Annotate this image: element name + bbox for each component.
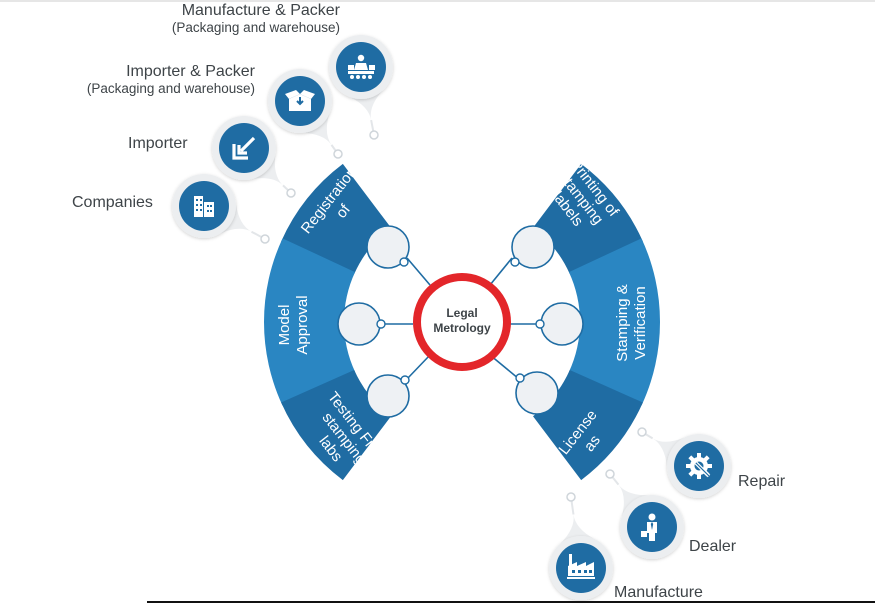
conveyor-worker-icon bbox=[348, 54, 375, 79]
pin-marker[interactable] bbox=[212, 116, 296, 198]
pin-tail bbox=[560, 514, 594, 544]
node-dot bbox=[376, 319, 386, 329]
pin-marker[interactable] bbox=[268, 69, 343, 159]
center-title-line1: Legal bbox=[446, 306, 477, 320]
item-companies: Companies bbox=[72, 194, 153, 212]
item-title: Repair bbox=[738, 473, 786, 490]
stamping-label-line1: Stamping & bbox=[614, 284, 631, 362]
node-dot bbox=[510, 257, 520, 267]
pin-marker[interactable] bbox=[172, 174, 270, 244]
node-dot bbox=[535, 319, 545, 329]
node-circle bbox=[515, 371, 559, 415]
pin-tail bbox=[618, 484, 649, 517]
item-subtitle: (Packaging and warehouse) bbox=[86, 81, 255, 97]
segment-stamping[interactable] bbox=[568, 238, 660, 406]
center-ring[interactable] bbox=[413, 273, 511, 371]
pin-markers bbox=[172, 35, 731, 600]
segment-license[interactable] bbox=[533, 369, 643, 481]
businessman-icon bbox=[641, 513, 657, 541]
node-circle bbox=[511, 225, 555, 269]
connector-line bbox=[489, 354, 520, 380]
item-dealer: Dealer bbox=[689, 538, 736, 556]
import-arrow-icon bbox=[232, 136, 256, 160]
node-circle bbox=[540, 302, 584, 346]
item-importer: Importer bbox=[128, 135, 188, 153]
pin-anchor-dot bbox=[369, 130, 379, 140]
pin-tail bbox=[252, 154, 284, 186]
pin-marker[interactable] bbox=[605, 469, 684, 559]
buildings-icon bbox=[194, 196, 214, 217]
segment-registration[interactable] bbox=[281, 163, 391, 275]
bottom-border bbox=[147, 601, 875, 603]
item-title: Manufacture bbox=[614, 584, 703, 601]
item-title: Dealer bbox=[689, 538, 737, 555]
segment-model-approval[interactable] bbox=[263, 238, 356, 406]
item-title: Companies bbox=[72, 194, 153, 211]
item-title: Importer bbox=[128, 135, 188, 152]
item-manufacture-packer: Manufacture & Packer (Packaging and ware… bbox=[130, 2, 340, 36]
item-title: Importer & Packer bbox=[126, 63, 255, 80]
pin-marker[interactable] bbox=[329, 35, 393, 140]
factory-icon bbox=[567, 554, 595, 579]
node-circle bbox=[337, 302, 381, 346]
item-repair: Repair bbox=[738, 473, 785, 491]
model-label-line2: Approval bbox=[294, 295, 311, 354]
gear-wrench-icon bbox=[686, 453, 712, 479]
segment-printing[interactable] bbox=[533, 163, 643, 275]
connector-line bbox=[406, 354, 431, 380]
item-subtitle: (Packaging and warehouse) bbox=[171, 20, 340, 36]
item-manufacture: Manufacture bbox=[614, 584, 703, 602]
pin-marker[interactable] bbox=[637, 427, 731, 498]
node-dot bbox=[515, 373, 525, 383]
package-box-icon bbox=[285, 90, 315, 111]
node-dot bbox=[400, 375, 410, 385]
segment-testing[interactable] bbox=[281, 369, 391, 481]
connector-line bbox=[489, 257, 513, 286]
connector-line bbox=[406, 257, 431, 286]
item-importer-packer: Importer & Packer (Packaging and warehou… bbox=[45, 63, 255, 97]
top-border bbox=[0, 0, 875, 2]
center-title-line2: Metrology bbox=[433, 321, 491, 335]
stamping-label-line2: Verification bbox=[632, 286, 649, 359]
pin-anchor-dot bbox=[605, 469, 615, 479]
pin-marker[interactable] bbox=[549, 492, 613, 600]
pin-anchor-dot bbox=[333, 149, 343, 159]
pin-anchor-dot bbox=[260, 234, 270, 244]
pin-anchor-dot bbox=[637, 427, 647, 437]
node-circle bbox=[366, 374, 410, 418]
pin-anchor-dot bbox=[566, 492, 576, 502]
node-circle bbox=[366, 225, 410, 269]
pin-anchor-dot bbox=[286, 188, 296, 198]
item-title: Manufacture & Packer bbox=[181, 2, 340, 19]
node-dot bbox=[399, 257, 409, 267]
model-label-line1: Model bbox=[276, 305, 293, 346]
